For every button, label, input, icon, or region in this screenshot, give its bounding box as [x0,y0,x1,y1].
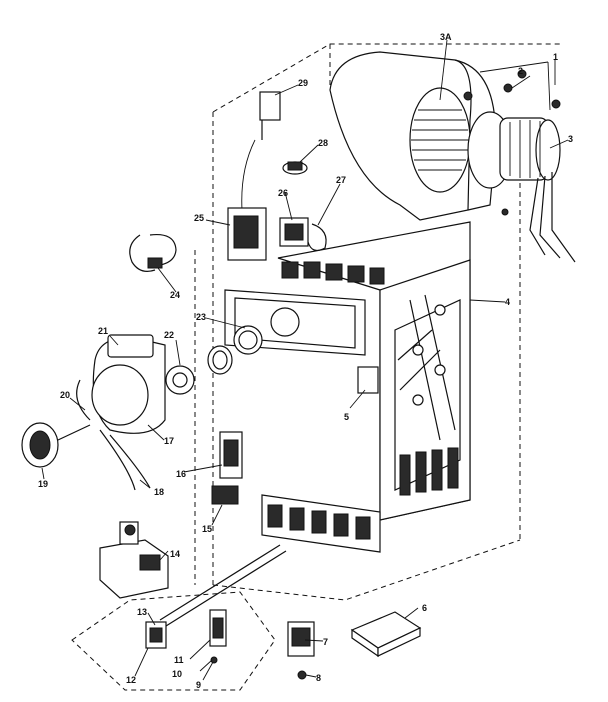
screw [297,670,307,680]
leader-lines [41,39,569,681]
heat-exchanger-bottom-ports [399,447,459,496]
label-part-26: 26 [278,188,288,198]
gasket-ring [207,325,263,375]
label-part-4: 4 [505,297,510,307]
label-part-29: 29 [298,78,308,88]
limit-switch [282,161,308,175]
burner-orifice [145,621,167,649]
label-part-19: 19 [38,479,48,489]
label-part-24: 24 [170,290,180,300]
blower-wheel-grille [411,109,469,171]
label-part-10: 10 [172,669,182,679]
heat-exchanger-tubes [397,294,456,441]
label-part-6: 6 [422,603,427,613]
control-module [227,207,267,261]
label-part-25: 25 [194,213,204,223]
bottom-bracket [71,591,276,691]
label-part-14: 14 [170,549,180,559]
pressure-switch [279,217,327,252]
label-part-28: 28 [318,138,328,148]
label-part-3: 3 [568,134,573,144]
label-part-12: 12 [126,675,136,685]
label-part-27: 27 [336,175,346,185]
label-part-21: 21 [98,326,108,336]
label-part-5: 5 [344,412,349,422]
motor-mount-screws [463,69,561,216]
heat-exchanger [277,221,471,521]
gas-manifold [159,544,287,627]
heat-exchanger-top-ports [281,261,385,285]
label-part-13: 13 [137,607,147,617]
burner-tray [261,494,381,553]
label-part-9: 9 [196,680,201,690]
label-part-1: 1 [553,52,558,62]
part-labels: 1 2 3 3A 4 5 6 7 8 9 10 11 12 13 14 15 1… [38,32,573,690]
label-part-22: 22 [164,330,174,340]
rollout-switch [211,431,243,505]
wiring-harness [129,233,177,272]
label-part-18: 18 [154,487,164,497]
junction-box [350,611,422,658]
label-part-20: 20 [60,390,70,400]
inducer-assembly [21,334,195,491]
label-part-11: 11 [174,655,184,665]
label-part-2: 2 [518,66,523,76]
label-part-7: 7 [323,637,328,647]
ignitor [209,609,227,664]
flame-sensor [287,621,315,657]
label-part-3a: 3A [440,32,452,42]
gas-valve [99,521,169,599]
label-part-23: 23 [196,312,206,322]
label-part-15: 15 [202,524,212,534]
label-part-17: 17 [164,436,174,446]
label-part-8: 8 [316,673,321,683]
blower-motor [467,111,576,263]
label-part-16: 16 [176,469,186,479]
transformer [241,91,281,211]
door-latch [357,366,379,394]
